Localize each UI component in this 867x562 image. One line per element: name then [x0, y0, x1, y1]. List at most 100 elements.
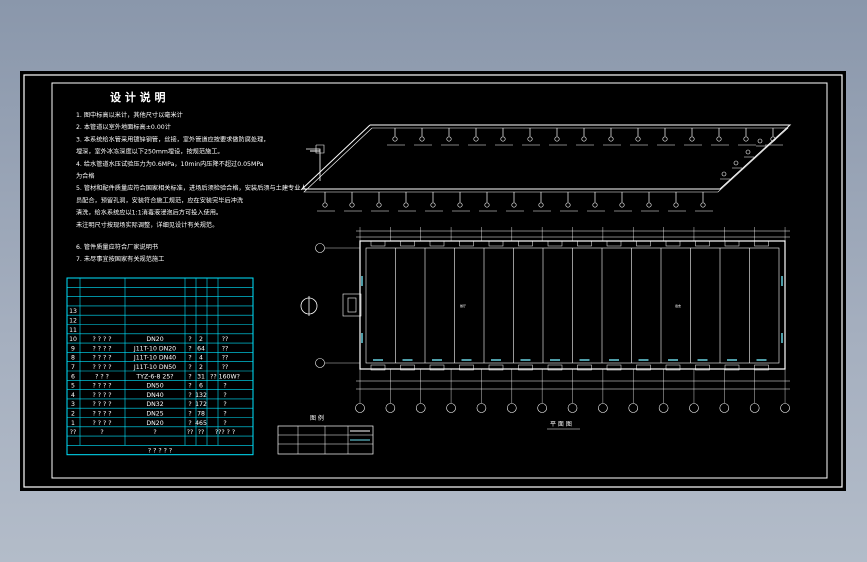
- table-cell: ? ? ? ?: [92, 420, 111, 427]
- table-cell: 31: [197, 373, 205, 380]
- table-cell: 64: [197, 345, 205, 352]
- plan-partitions: [361, 240, 783, 371]
- table-cell: ?: [188, 345, 191, 352]
- table-cell: 5: [71, 383, 75, 390]
- table-cell: ? ? ? ?: [92, 401, 111, 408]
- table-cell: 78: [197, 411, 205, 418]
- table-cell: ??: [222, 336, 229, 343]
- table-cell: ??: [222, 364, 229, 371]
- table-cell: 6: [71, 373, 75, 380]
- table-cell: J11T-10 DN50: [133, 364, 176, 371]
- table-cell: DN32: [146, 401, 163, 408]
- table-cell: J11T-10 DN40: [133, 355, 176, 362]
- table-cell: 2: [71, 411, 75, 418]
- table-header-cell: ??: [187, 429, 194, 436]
- table-cell: DN50: [146, 383, 163, 390]
- iso-right-fixtures: [720, 138, 766, 180]
- table-cell: ?: [188, 420, 191, 427]
- plan-title: 平 面 图: [550, 421, 572, 428]
- table-cell: ?: [188, 401, 191, 408]
- table-cell: 3: [71, 401, 75, 408]
- note-line: 员配合，预留孔洞，安装符合施工规范，应在安装完毕后冲洗: [76, 196, 244, 204]
- table-cell: ?: [188, 336, 191, 343]
- table-cell: 8: [71, 355, 75, 362]
- legend: 图 例: [277, 414, 374, 455]
- plan-room-left: 餐厅: [460, 303, 466, 308]
- isometric-pipe-system: [300, 124, 792, 193]
- note-line: 5. 管材和配件质量应符合国家相关标准，进场后须检验合格，安装后须与土建专业人: [76, 184, 307, 192]
- table-cell: ?: [223, 383, 226, 390]
- floor-plan: 餐厅 宿舍 平 面 图: [300, 227, 790, 430]
- table-cell: ? ? ?: [95, 373, 109, 380]
- note-line: 3. 本系统给水管采用镀锌钢管，丝接，室外管道应按要求做防腐处理，: [76, 135, 270, 143]
- note-line: 清洗，给水系统应以1:1消毒液浸泡后方可投入使用。: [76, 209, 222, 217]
- table-cell: ? ? ? ?: [92, 355, 111, 362]
- table-header-cell: ??: [70, 429, 77, 436]
- table-cell: ?? 160W?: [210, 373, 240, 380]
- note-line: 为合格: [76, 172, 95, 180]
- legend-title: 图 例: [310, 414, 324, 422]
- table-cell: ?: [223, 401, 226, 408]
- note-line: 埋深，室外冰冻深度以下250mm埋设，按规范施工。: [76, 148, 224, 156]
- table-cell: ?: [223, 420, 226, 427]
- note-line: 1. 图中标高以米计，其他尺寸以毫米计: [76, 111, 183, 119]
- table-cell: 9: [71, 345, 75, 352]
- table-cell: 172: [195, 401, 207, 408]
- table-cell: 11: [69, 327, 77, 334]
- table-cell: 13: [69, 308, 77, 315]
- note-line: 4. 给水管道水压试验压力为0.6MPa，10min内压降不超过0.05MPa: [76, 160, 264, 168]
- table-cell: ? ? ? ?: [92, 336, 111, 343]
- note-line: 2. 本管道以室外地面标高±0.00计: [76, 123, 171, 131]
- table-cell: ? ? ? ?: [92, 383, 111, 390]
- table-header-cell: ??: [198, 429, 205, 436]
- table-cell: ? ? ? ?: [92, 364, 111, 371]
- table-cell: 2: [199, 364, 203, 371]
- table-cell: 1: [71, 420, 75, 427]
- note-line: 未注明尺寸按现场实际调整，详细见设计有关规范。: [76, 221, 218, 229]
- table-header-cell: ?: [153, 429, 156, 436]
- table-cell: ?: [188, 364, 191, 371]
- notes-title: 设 计 说 明: [110, 90, 166, 104]
- note-line: 7. 未尽事宜按国家有关规范施工: [76, 255, 164, 263]
- design-notes: 1. 图中标高以米计，其他尺寸以毫米计 2. 本管道以室外地面标高±0.00计 3.…: [76, 111, 307, 263]
- table-header-cell: ??? ? ?: [215, 429, 235, 436]
- table-cell: 10: [69, 336, 77, 343]
- table-cell: DN25: [146, 411, 163, 418]
- iso-top-fixtures: [387, 128, 783, 146]
- table-cell: 12: [69, 318, 77, 325]
- table-cell: ?: [223, 392, 226, 399]
- table-cell: 4: [199, 355, 203, 362]
- drawing-sheet: 设 计 说 明 1. 图中标高以米计，其他尺寸以毫米计 2. 本管道以室外地面标高…: [20, 71, 846, 491]
- table-cell: DN40: [146, 392, 163, 399]
- table-cell: J11T-10 DN20: [133, 345, 176, 352]
- plan-room-right: 宿舍: [675, 303, 681, 308]
- table-cell: ??: [222, 355, 229, 362]
- table-cell: ? ? ? ?: [92, 392, 111, 399]
- table-cell: ?: [188, 392, 191, 399]
- plan-axis-bubbles: [315, 243, 790, 413]
- cad-drawing: 设 计 说 明 1. 图中标高以米计，其他尺寸以毫米计 2. 本管道以室外地面标高…: [23, 74, 843, 488]
- table-cell: ?: [188, 411, 191, 418]
- table-footer: ? ? ? ? ?: [148, 448, 172, 455]
- table-cell: TYZ-6-8 25?: [135, 373, 173, 380]
- table-cell: 132: [195, 392, 207, 399]
- table-cell: 465: [195, 420, 207, 427]
- table-cell: 4: [71, 392, 75, 399]
- table-cell: ?: [223, 411, 226, 418]
- note-line: 6. 管件质量应符合厂家说明书: [76, 243, 158, 251]
- table-cell: ?: [188, 373, 191, 380]
- table-cell: ? ? ? ?: [92, 411, 111, 418]
- plan-dimension-lines: [356, 227, 790, 393]
- iso-bottom-fixtures: [317, 192, 713, 212]
- table-cell: ??: [222, 345, 229, 352]
- table-cell: ?: [188, 355, 191, 362]
- table-cell: 2: [199, 336, 203, 343]
- table-cell: DN20: [146, 420, 163, 427]
- table-header-cell: ?: [100, 429, 103, 436]
- table-cell: 7: [71, 364, 75, 371]
- table-cell: 6: [199, 383, 203, 390]
- table-cell: DN20: [146, 336, 163, 343]
- table-cell: ?: [188, 383, 191, 390]
- table-cell: ? ? ? ?: [92, 345, 111, 352]
